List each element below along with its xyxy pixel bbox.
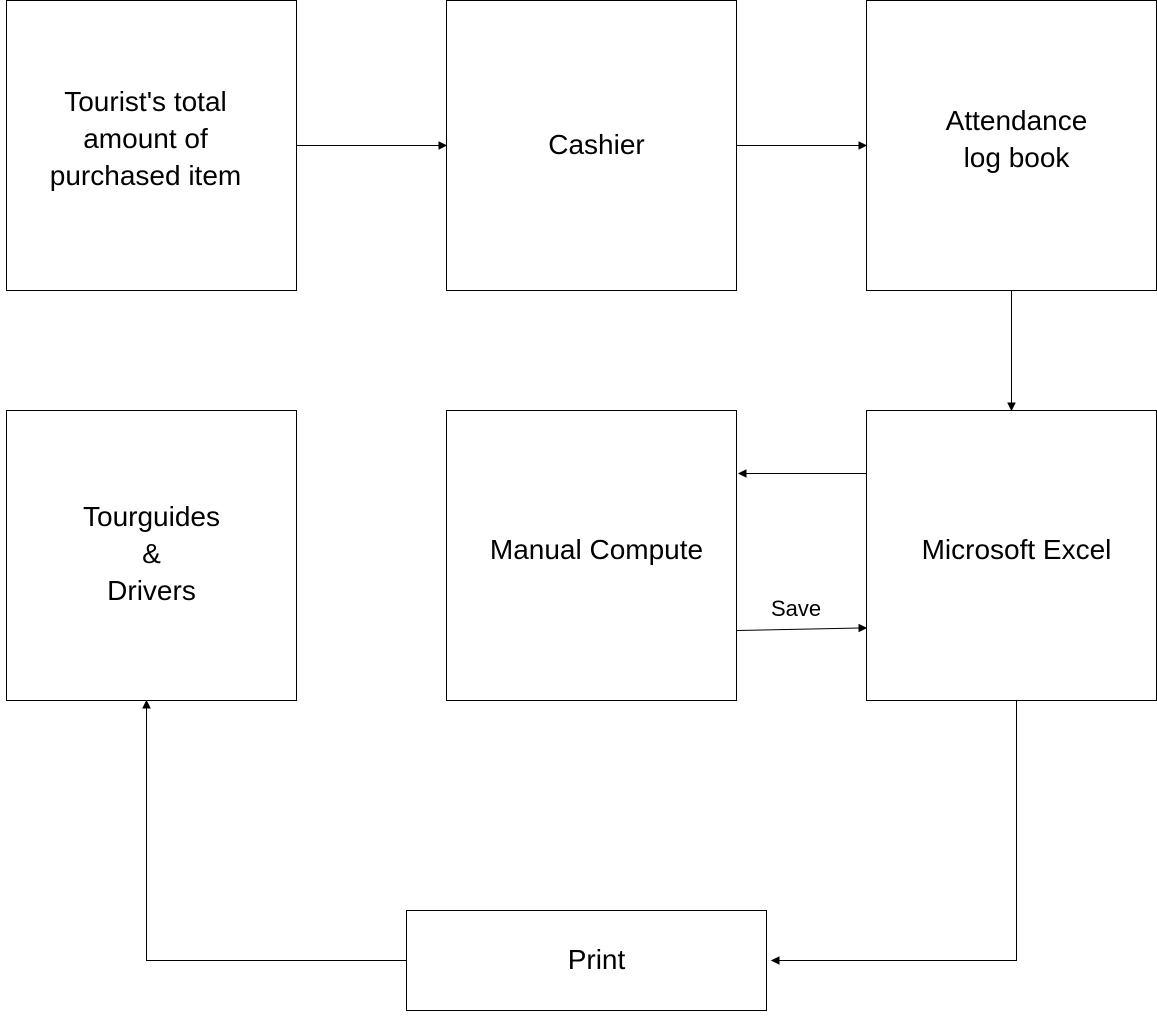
edge-excel-to-manual-compute [737, 469, 866, 478]
tourguides-drivers-label: Tourguides & Drivers [6, 498, 297, 609]
manual-compute-node [446, 410, 737, 701]
cashier-node [446, 0, 737, 291]
manual-compute-label: Manual Compute [446, 531, 747, 568]
tourist-total-node [6, 0, 297, 291]
print-node [406, 910, 767, 1011]
attendance-line-1: Attendance [945, 105, 1088, 136]
edge-excel-to-print [770, 700, 1017, 965]
microsoft-excel-line-1: Microsoft Excel [921, 534, 1112, 565]
tourist-total-line-2: amount of [83, 123, 208, 154]
attendance-log-book-node [866, 0, 1157, 291]
edge-cashier-to-attendance [737, 141, 868, 150]
microsoft-excel-node [866, 410, 1157, 701]
tourguides-line-1: Tourguides [83, 501, 220, 532]
print-line-1: Print [567, 944, 626, 975]
manual-compute-line-1: Manual Compute [489, 534, 704, 565]
microsoft-excel-label: Microsoft Excel [866, 531, 1157, 568]
attendance-line-2: log book [963, 142, 1070, 173]
attendance-log-book-label: Attendance log book [866, 102, 1157, 176]
cashier-label: Cashier [446, 126, 747, 163]
print-label: Print [406, 941, 787, 978]
tourguides-line-3: Drivers [107, 575, 196, 606]
tourguides-drivers-node [6, 410, 297, 701]
edge-manual-compute-save-to-excel [736, 623, 868, 633]
edge-tourist-to-cashier [297, 141, 448, 150]
tourist-total-line-3: purchased item [49, 160, 242, 191]
edge-print-to-tourguides [142, 699, 406, 961]
tourist-total-label: Tourist's total amount of purchased item [6, 83, 285, 194]
save-edge-label: Save [771, 596, 822, 621]
edge-attendance-to-excel [1007, 291, 1016, 412]
cashier-line-1: Cashier [548, 129, 645, 160]
tourguides-line-2: & [142, 538, 161, 569]
tourist-total-line-1: Tourist's total [64, 86, 227, 117]
